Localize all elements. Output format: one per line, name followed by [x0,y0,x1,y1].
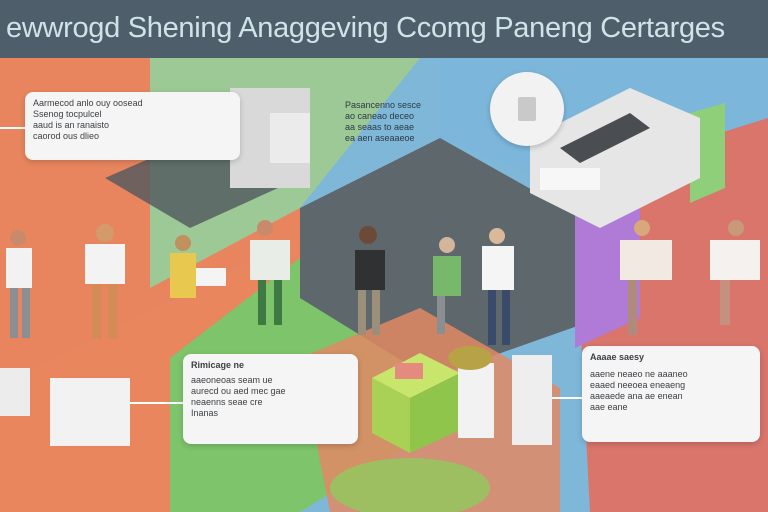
header-bar: ewwrogd Shening Anaggeving Ccomg Paneng … [0,0,768,58]
caption-line: ea aen aseaaeoe [345,133,415,143]
info-card-bottom-left: Rimicage ne aaeoneoas seam ue aurecd ou … [183,354,358,444]
card-line: Inanas [191,408,219,418]
caption-line: ao caneao deceo [345,111,415,121]
center-caption: Pasancenno sesce ao caneao deceo aa seaa… [345,100,421,144]
info-card-top-left: Aarmecod anlo ouy oosead Ssenog tocpulce… [25,92,240,160]
card-line: neaenns seae cre [191,397,263,407]
card-line: aurecd ou aed mec gae [191,386,286,396]
caption-line: aa seaas to aeae [345,122,415,132]
card-title: Aaaae saesy [590,352,645,362]
card-line: aaud is an ranaisto [33,120,110,130]
people-center [355,226,514,345]
card-line: eaaed neeoea eneaeng [590,380,686,390]
server-right [512,355,552,445]
stack-left [0,368,30,416]
caption-line: Pasancenno sesce [345,100,422,110]
card-line: aae eane [590,402,628,412]
card-line: Aarmecod anlo ouy oosead [33,98,143,108]
document-left [50,378,130,446]
printer-right [530,88,700,228]
card-line: aaeoneoas seam ue [191,375,273,385]
document-glyph [518,97,536,121]
people-right [620,220,760,335]
card-line: aaene neaeo ne aaaneo [590,369,688,379]
info-card-bottom-right: Aaaae saesy aaene neaeo ne aaaneo eaaed … [582,346,760,442]
card-line: Ssenog tocpulcel [33,109,102,119]
card-title: Rimicage ne [191,360,245,370]
page-title: ewwrogd Shening Anaggeving Ccomg Paneng … [6,12,725,44]
card-line: caorod ous dlieo [33,131,100,141]
people-left [6,220,290,339]
card-line: aaeaede ana ae enean [590,391,683,401]
document-icon [490,72,564,146]
illustration-scene: Aarmecod anlo ouy oosead Ssenog tocpulce… [0,58,768,512]
